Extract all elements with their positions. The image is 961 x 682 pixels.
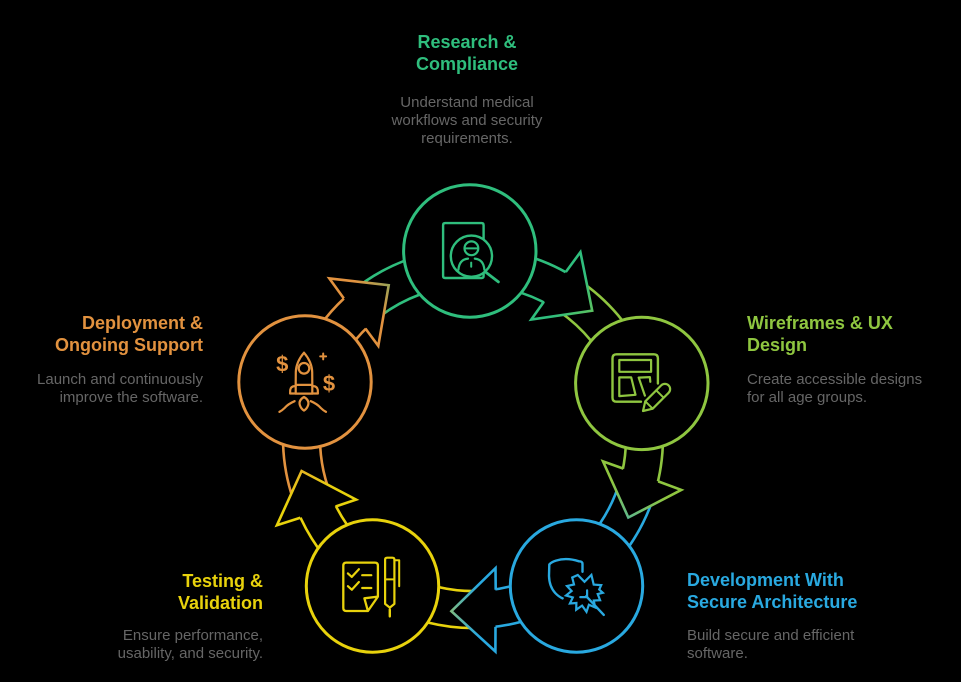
svg-text:$: $ <box>323 371 335 396</box>
svg-text:$: $ <box>276 352 288 377</box>
